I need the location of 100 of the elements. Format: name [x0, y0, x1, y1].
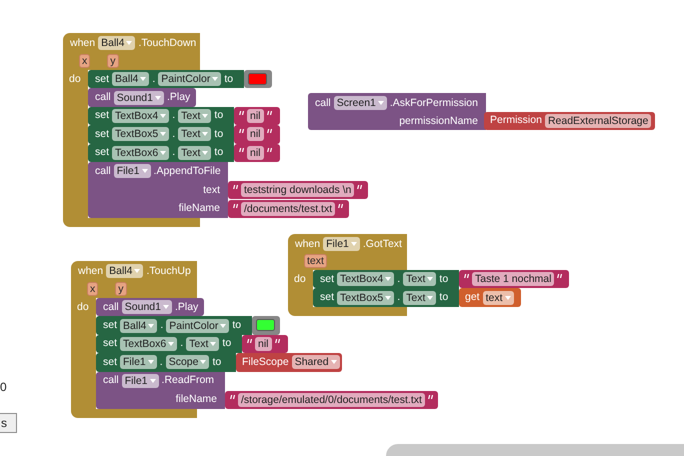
block-label: to	[439, 272, 448, 286]
dropdown-field: PaintColor	[158, 72, 222, 86]
dropdown-field: text	[482, 290, 514, 305]
block-label: call	[95, 164, 111, 178]
dropdown-field: TextBox6	[112, 146, 170, 160]
method-call-block	[96, 372, 438, 409]
dropdown-field: PaintColor	[166, 318, 230, 333]
method-call-block	[308, 93, 655, 130]
block-label: call	[103, 300, 119, 314]
color-block	[244, 70, 272, 88]
dropdown-field: Ball4	[112, 72, 150, 86]
dropdown-field: TextBox5	[112, 127, 170, 142]
block-label: get	[465, 291, 480, 304]
dropdown-field: Text	[178, 146, 212, 160]
text-field: teststring downloads \n	[241, 183, 354, 198]
text-string-block	[242, 334, 288, 354]
block-label: to	[232, 319, 242, 332]
block-label: to	[214, 128, 224, 141]
block-label: to	[222, 337, 232, 350]
block-label: set	[95, 109, 110, 122]
block-label: .ReadFrom	[162, 374, 214, 388]
block-label: .AskForPermission	[390, 96, 478, 110]
text-string-block	[234, 144, 280, 162]
block-label: when	[78, 264, 104, 278]
block-label: set	[95, 146, 110, 160]
block-label: set	[103, 337, 118, 350]
dropdown-field: Ball4	[120, 318, 158, 333]
dropdown-field: Screen1	[334, 96, 387, 110]
dropdown-field: File1	[122, 374, 159, 388]
block-label: set	[95, 128, 110, 141]
option-helper-block	[484, 112, 655, 130]
block-label: .AppendToFile	[154, 164, 221, 178]
dropdown-field: Scope	[166, 355, 210, 370]
block-label: to	[214, 109, 224, 122]
block-label: .Play	[166, 91, 190, 104]
block-label: .Play	[174, 300, 198, 314]
block-label: .	[397, 291, 400, 304]
option-helper-block	[236, 353, 342, 372]
text-field: /storage/emulated/0/documents/test.txt	[238, 392, 425, 407]
setter-block	[96, 316, 280, 335]
getter-block	[459, 288, 521, 307]
block-label: do	[77, 300, 89, 314]
text-field: nil	[247, 127, 264, 142]
block-label: FileScope	[242, 356, 289, 369]
block-label: when	[295, 238, 320, 250]
method-call-block	[88, 162, 368, 218]
text-string-block	[459, 270, 569, 288]
setter-block	[88, 70, 272, 88]
block-label: set	[103, 319, 118, 332]
block-label: to	[224, 72, 234, 86]
block-label: to	[439, 291, 448, 304]
setter-block	[88, 144, 280, 162]
text-string-block	[234, 106, 280, 126]
block-label: set	[95, 72, 110, 86]
block-label: call	[95, 91, 111, 104]
block-label: set	[320, 272, 334, 286]
parameter-tag: x	[87, 282, 98, 296]
block-label: do	[294, 272, 306, 286]
block-label: when	[70, 36, 96, 50]
block-label: Permission	[490, 114, 542, 128]
setter-block	[88, 106, 280, 126]
text-field: nil	[255, 336, 272, 351]
dropdown-field: Text	[186, 336, 220, 351]
color-block	[252, 316, 280, 335]
text-string-block	[228, 181, 368, 200]
block-label: .TouchDown	[138, 36, 196, 50]
text-field: nil	[247, 146, 264, 160]
block-label: .	[172, 109, 176, 122]
block-label: call	[315, 96, 331, 110]
text-string-block	[228, 200, 349, 218]
block-label: .	[172, 128, 176, 141]
dropdown-field: Ball4	[106, 264, 144, 278]
dropdown-field: Text	[178, 108, 212, 123]
text-label: 0	[0, 380, 7, 394]
dropdown-field: ReadExternalStorage	[544, 114, 652, 128]
dropdown-field: File1	[114, 164, 151, 178]
setter-block	[96, 334, 288, 354]
method-call-block	[96, 298, 204, 316]
block-label: to	[214, 146, 224, 160]
block-label: .	[152, 72, 156, 86]
setter-block	[88, 125, 280, 144]
block-label: call	[103, 374, 119, 388]
dropdown-field: Shared	[292, 355, 340, 370]
dropdown-field: TextBox4	[112, 108, 170, 123]
block-label: permissionName	[399, 114, 478, 128]
text-string-block	[225, 390, 438, 409]
block-label: .	[180, 337, 184, 350]
block-label: .TouchUp	[146, 264, 191, 278]
block-label: .GotText	[362, 238, 402, 250]
parameter-tag: y	[115, 282, 126, 296]
block-label: text	[203, 184, 220, 197]
block-label: set	[320, 291, 334, 304]
block-label: .	[160, 356, 163, 369]
dropdown-field: Text	[178, 127, 212, 142]
dropdown-field: File1	[120, 355, 157, 370]
block-label: set	[103, 356, 118, 369]
block-label: .	[397, 272, 400, 286]
dropdown-field: File1	[323, 237, 360, 251]
block-label: .	[160, 319, 164, 332]
parameter-tag: x	[79, 54, 90, 68]
